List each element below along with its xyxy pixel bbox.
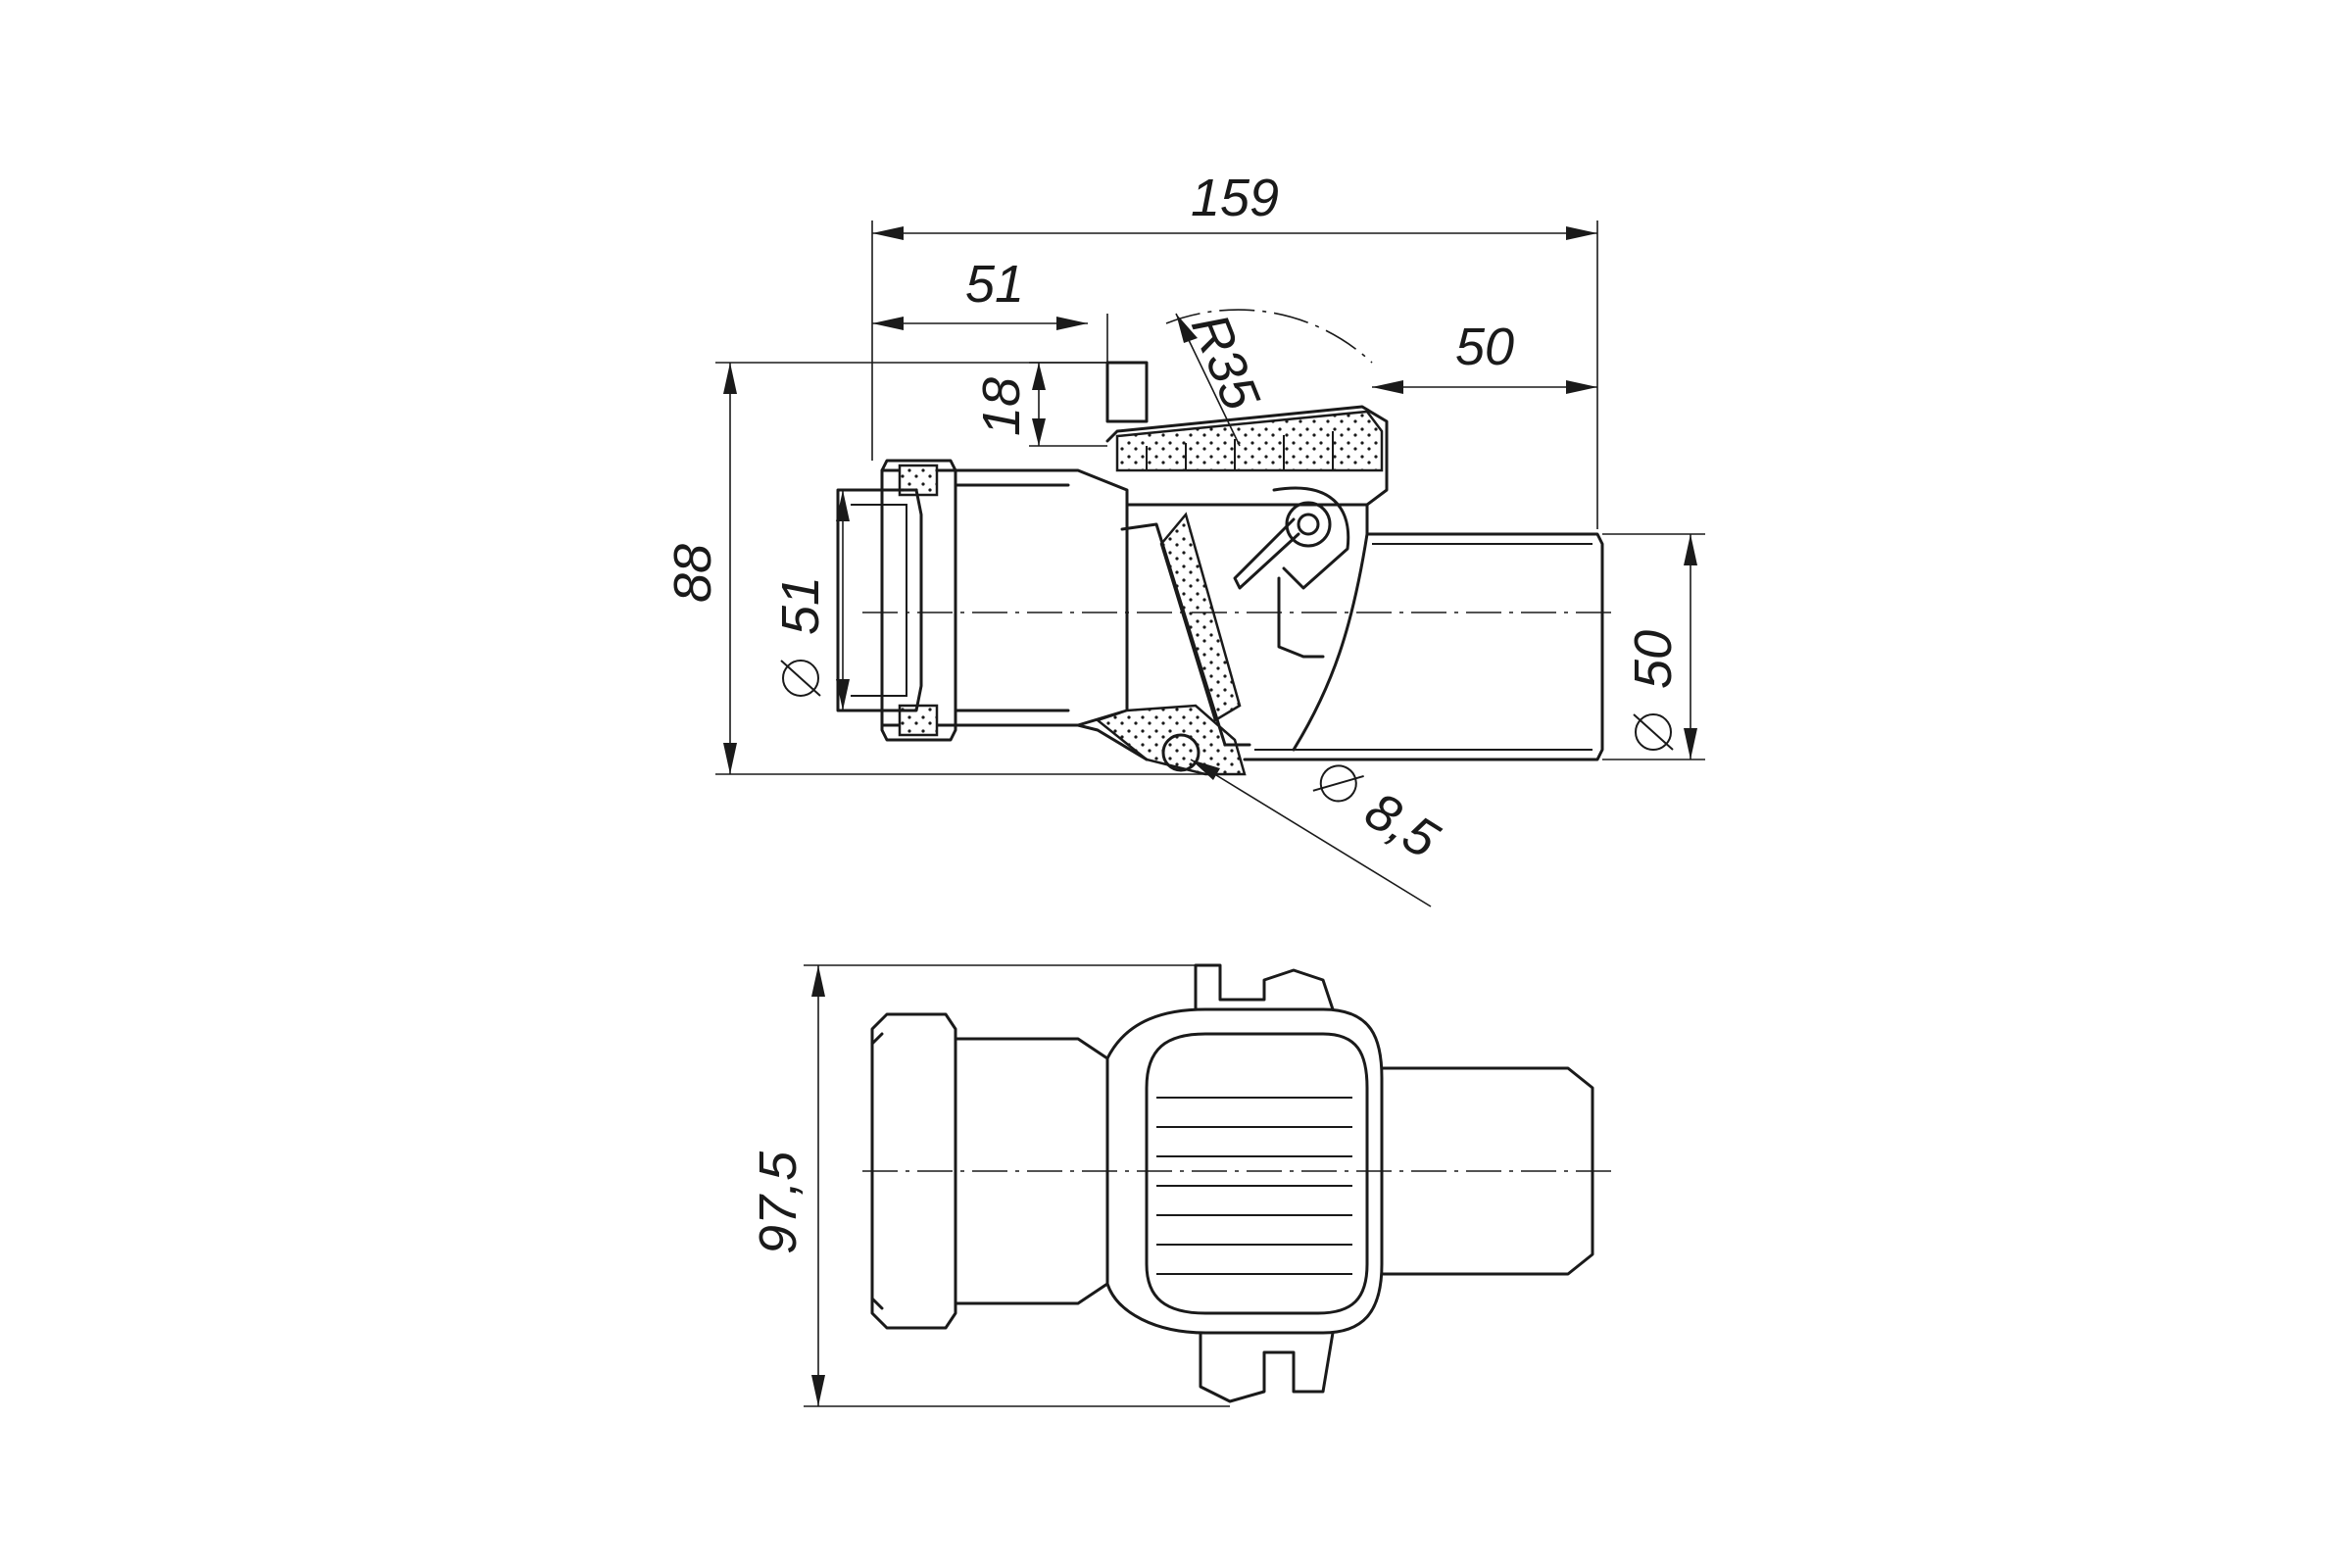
lid-clip <box>1105 361 1149 423</box>
hole-leader-line <box>1190 759 1432 907</box>
arrow-975-top <box>811 965 825 997</box>
top-housing-inner <box>1145 1032 1369 1315</box>
inlet-bore-inner <box>851 504 907 697</box>
top-clip-upper <box>1194 963 1335 1011</box>
dim-d51-label: 51 <box>771 576 830 635</box>
dim-975-label: 97,5 <box>749 1151 808 1254</box>
arrow-d51-bottom <box>836 679 850 710</box>
lid-ribs <box>1146 431 1334 470</box>
diameter-symbol-slash <box>1633 713 1674 751</box>
top-lid-grip-lines <box>1156 1097 1352 1275</box>
diameter-symbol-icon <box>1635 713 1672 751</box>
arrow-975-bottom <box>811 1375 825 1406</box>
lever-arm <box>1233 517 1300 590</box>
valve-housing-curve <box>1292 503 1369 752</box>
arrow-d51-top <box>836 490 850 521</box>
top-housing-outer <box>1105 1007 1384 1335</box>
top-view: 97,5 <box>749 963 1617 1407</box>
arrow-88-top <box>723 363 737 394</box>
dim-51-label: 51 <box>965 255 1024 314</box>
outlet-inner-wall <box>1254 543 1592 751</box>
arrow-18-bottom <box>1032 418 1046 446</box>
inlet-socket-inner-wall <box>954 483 1070 712</box>
inlet-socket-body <box>880 468 1129 727</box>
arrow-51-right <box>1056 317 1088 330</box>
top-inlet-collar <box>870 1012 957 1330</box>
arrow-88-bottom <box>723 743 737 774</box>
inlet-bore <box>836 488 923 712</box>
diameter-symbol-icon <box>1319 764 1357 803</box>
arrow-50-left <box>1372 380 1403 394</box>
dim-hole-label: 8,5 <box>1355 781 1449 870</box>
diameter-symbol-icon <box>782 660 819 697</box>
dim-88-label: 88 <box>663 544 722 603</box>
dim-18-label: 18 <box>972 377 1031 436</box>
lid-hatch <box>1115 410 1384 472</box>
arrow-51-left <box>872 317 904 330</box>
dim-159-label: 159 <box>1191 169 1279 227</box>
lever-bracket <box>1272 486 1350 590</box>
inlet-collar <box>880 459 957 742</box>
arrow-18-top <box>1032 363 1046 390</box>
arrow-50-right <box>1566 380 1597 394</box>
outlet-spigot <box>1243 532 1604 761</box>
dim-d51-group: 51 <box>771 576 830 697</box>
dim-r35-label: R35 <box>1180 306 1271 418</box>
arrow-159-left <box>872 226 904 240</box>
arrow-d50-top <box>1684 534 1697 565</box>
flap-outline <box>1120 522 1251 747</box>
dim-d50-label: 50 <box>1624 630 1683 689</box>
top-inlet-bore <box>870 1032 884 1310</box>
arrow-159-right <box>1566 226 1597 240</box>
arrow-r35 <box>1176 314 1198 343</box>
diameter-symbol-slash <box>780 660 821 697</box>
arrow-hole <box>1191 760 1220 780</box>
lid-radius-arc <box>1165 309 1373 364</box>
top-clip-lower <box>1199 1331 1335 1403</box>
inlet-bottom-edge <box>1076 723 1149 761</box>
seat-pin <box>1161 733 1200 772</box>
dim-hole-group: 8,5 <box>1312 764 1449 870</box>
diameter-symbol-slash <box>1312 775 1364 792</box>
dim-50-label: 50 <box>1455 318 1514 376</box>
valve-drain-notch <box>1277 576 1325 659</box>
lever-pivot-inner <box>1297 513 1320 536</box>
valve-seat-hatch <box>1095 704 1247 776</box>
side-view: 159 51 50 R35 18 88 <box>663 169 1705 907</box>
flap-hatch <box>1159 512 1242 722</box>
arrow-d50-bottom <box>1684 728 1697 760</box>
dim-d50-group: 50 <box>1624 630 1683 751</box>
